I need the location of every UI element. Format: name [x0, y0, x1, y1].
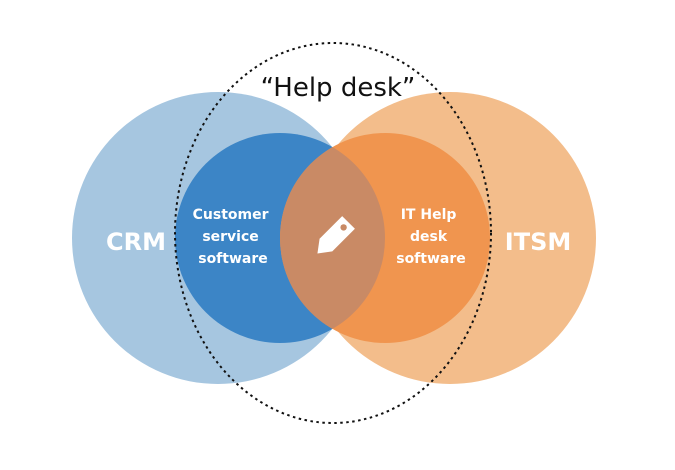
it-help-desk-line-3: software [396, 251, 466, 267]
customer-service-line-2: service [202, 229, 258, 245]
help-desk-boundary [174, 42, 492, 424]
help-desk-title: “Help desk” [261, 73, 416, 103]
it-help-desk-line-2: desk [410, 229, 448, 245]
customer-service-line-1: Customer [193, 207, 269, 223]
itsm-label: ITSM [505, 228, 571, 256]
overlap-region [280, 133, 385, 343]
customer-service-line-3: software [198, 251, 268, 267]
crm-label: CRM [106, 228, 166, 256]
it-help-desk-line-1: IT Help [401, 207, 457, 223]
it-help-desk-label: IT Help desk software [396, 207, 466, 267]
price-tag-icon [317, 216, 355, 254]
customer-service-label: Customer service software [193, 207, 274, 267]
